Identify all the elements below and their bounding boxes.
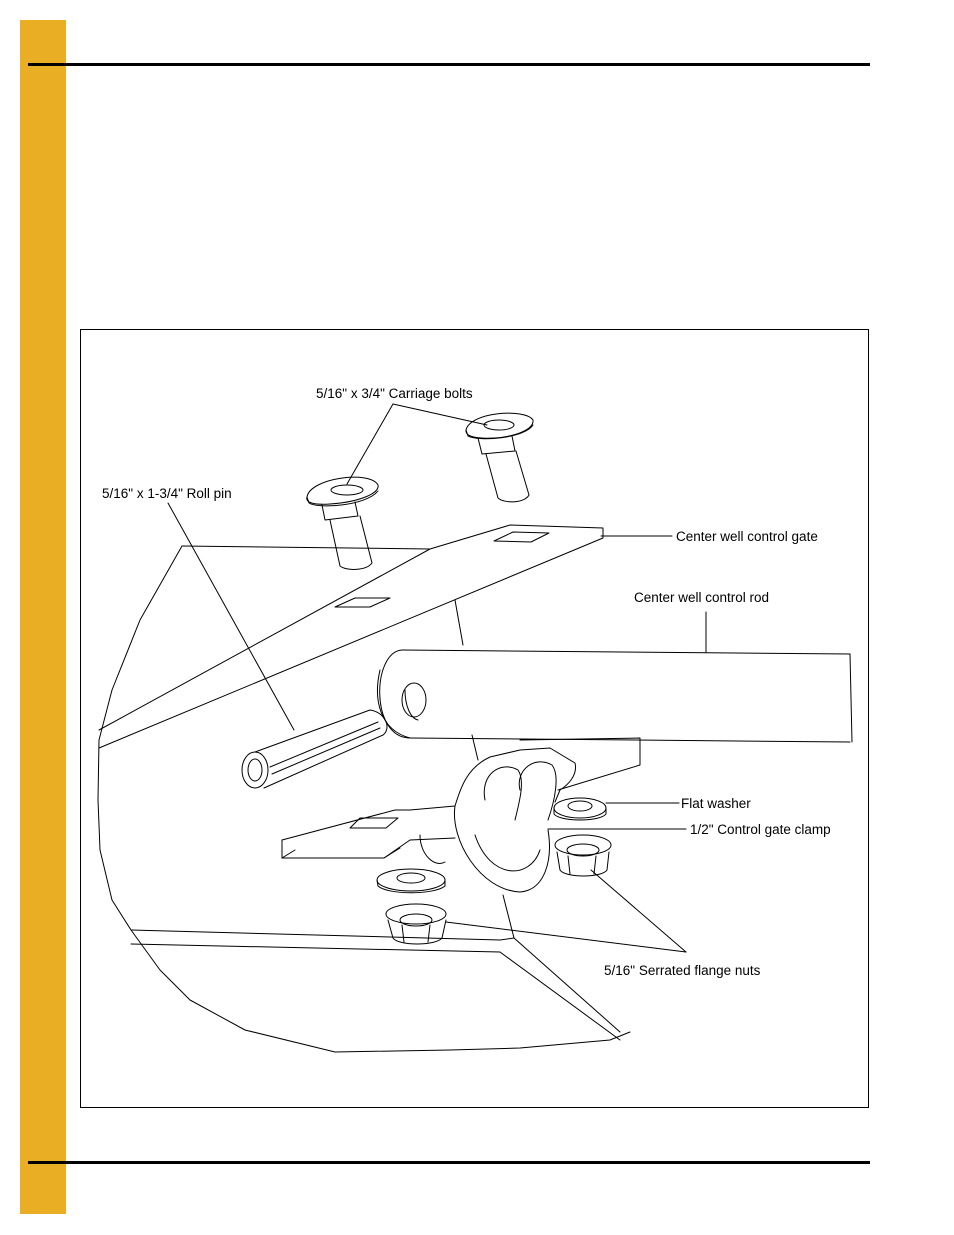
callout-control-gate: Center well control gate — [676, 529, 818, 544]
flat-washer-right — [553, 797, 607, 821]
callout-roll-pin: 5/16" x 1-3/4" Roll pin — [102, 486, 232, 501]
callout-flange-nuts: 5/16" Serrated flange nuts — [604, 963, 761, 978]
flange-nut-left — [385, 903, 447, 945]
control-gate-clamp — [281, 747, 577, 893]
control-gate-plate — [98, 524, 604, 749]
callout-gate-clamp: 1/2" Control gate clamp — [690, 822, 831, 837]
flange-nut-right — [554, 834, 612, 877]
carriage-bolt-right — [465, 412, 534, 503]
callout-carriage-bolts: 5/16" x 3/4" Carriage bolts — [316, 386, 473, 401]
footer-rule — [28, 1161, 870, 1164]
control-rod — [377, 649, 853, 743]
leader-lines — [167, 403, 707, 953]
callout-flat-washer: Flat washer — [681, 796, 751, 811]
carriage-bolt-left — [306, 476, 379, 570]
roll-pin — [241, 709, 388, 789]
hopper-body — [97, 545, 641, 1053]
flat-washer-left — [376, 834, 446, 894]
callout-control-rod: Center well control rod — [634, 590, 770, 605]
header-rule — [28, 63, 870, 66]
chapter-side-tab — [20, 20, 66, 1214]
figure-frame — [80, 329, 869, 1108]
